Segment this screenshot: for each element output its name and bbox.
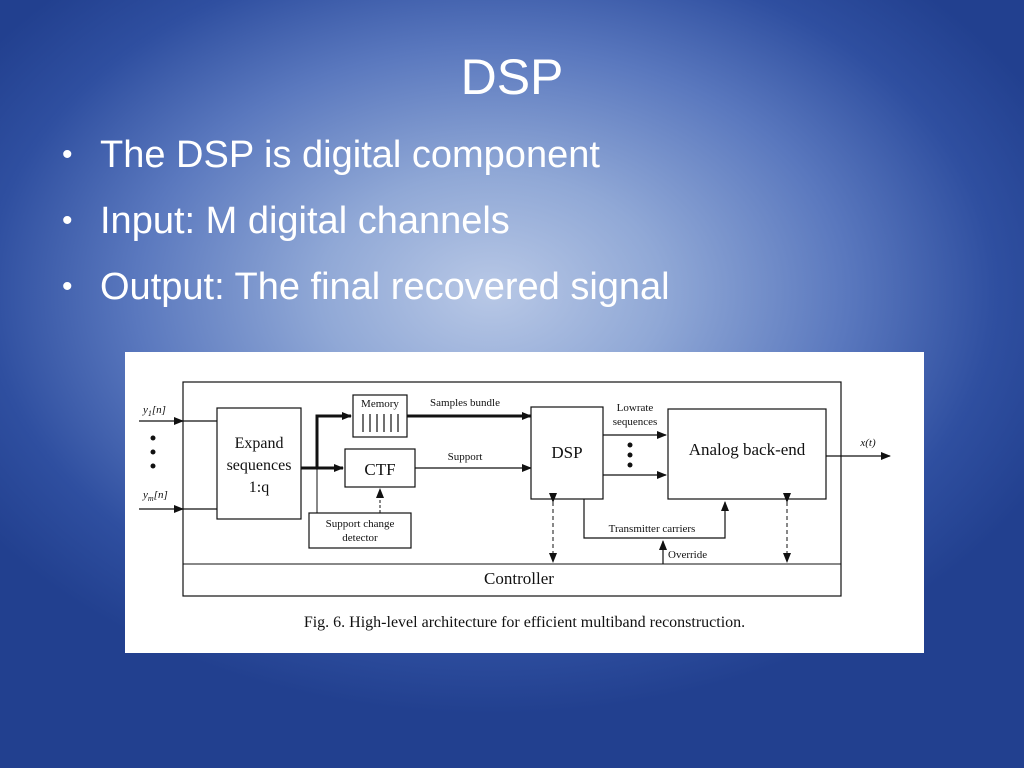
bullet-text: The DSP is digital component: [100, 133, 600, 176]
architecture-figure: Controller y1[n] ym[n] Expand sequences …: [125, 352, 924, 653]
ctf-block: [344, 448, 416, 488]
detector-label-line1: Support change: [326, 518, 395, 530]
bullet-item: • The DSP is digital component: [62, 122, 670, 188]
transmitter-carriers-line: [583, 499, 729, 539]
lowrate-ellipsis-dot: [627, 462, 633, 468]
output-label: x(t): [859, 437, 876, 449]
bullet-item: • Input: M digital channels: [62, 188, 670, 254]
system-frame: [182, 381, 842, 597]
input-last-label: ym[n]: [142, 489, 168, 503]
lowrate-label-line1: Lowrate: [617, 402, 654, 414]
transmitter-carriers-label: Transmitter carriers: [609, 523, 696, 535]
expand-sequences-block: [216, 407, 302, 520]
override-label: Override: [668, 549, 707, 561]
memory-cells-icon: [362, 414, 399, 432]
input-ellipsis-dot: [150, 449, 156, 455]
samples-bundle-label: Samples bundle: [430, 397, 500, 409]
bus-to-memory: [315, 412, 352, 468]
bullet-text: Output: The final recovered signal: [100, 265, 670, 308]
bullet-text: Input: M digital channels: [100, 199, 510, 242]
detector-label-line2: detector: [342, 532, 378, 544]
bullet-dot-icon: •: [62, 138, 73, 171]
analog-back-end-label: Analog back-end: [689, 440, 806, 459]
support-label: Support: [448, 451, 483, 463]
input-ellipsis-dot: [150, 463, 156, 469]
lowrate-ellipsis-dot: [627, 442, 633, 448]
controller-label: Controller: [484, 569, 554, 588]
dsp-label: DSP: [551, 443, 582, 462]
expand-label-line2: sequences: [227, 457, 292, 474]
bullet-dot-icon: •: [62, 270, 73, 303]
expand-label-line3: 1:q: [249, 479, 269, 496]
analog-back-end-block: [667, 408, 827, 500]
expand-label-line1: Expand: [235, 435, 284, 452]
input-first-label: y1[n]: [142, 404, 166, 418]
support-change-detector-block: [308, 512, 412, 549]
bullet-dot-icon: •: [62, 204, 73, 237]
ctf-label: CTF: [364, 460, 395, 479]
input-ellipsis-dot: [150, 435, 156, 441]
architecture-diagram: Controller y1[n] ym[n] Expand sequences …: [139, 381, 891, 597]
dsp-block: [530, 406, 604, 500]
bullet-item: • Output: The final recovered signal: [62, 254, 670, 320]
lowrate-ellipsis-dot: [627, 452, 633, 458]
slide-title: DSP: [460, 49, 564, 105]
figure-caption: Fig. 6. High-level architecture for effi…: [303, 614, 746, 631]
bullet-list: • The DSP is digital component • Input: …: [62, 122, 670, 320]
lowrate-label-line2: sequences: [613, 416, 658, 428]
memory-label: Memory: [361, 398, 399, 410]
